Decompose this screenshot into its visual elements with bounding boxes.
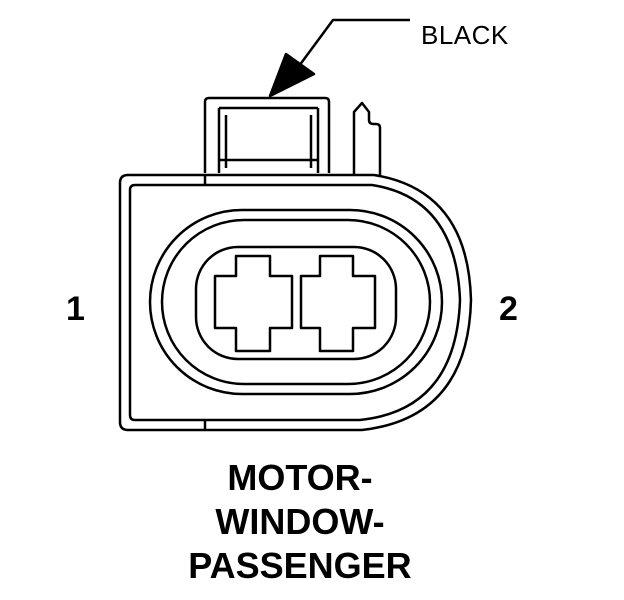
title-line-3: PASSENGER xyxy=(188,545,412,586)
seal-ring-inner xyxy=(160,218,432,386)
callout-arrowhead xyxy=(268,52,316,98)
pin-label-2: 2 xyxy=(499,290,518,328)
callout-leader-line xyxy=(297,18,410,67)
terminal-cavity-frame xyxy=(194,245,398,361)
seal-ring-outer xyxy=(148,208,444,396)
title-line-2: WINDOW- xyxy=(215,501,385,542)
terminal-cavity-1 xyxy=(213,254,294,353)
connector-housing-inner xyxy=(128,183,462,422)
alignment-tab xyxy=(352,101,382,175)
connector-latch xyxy=(203,96,331,173)
pin-label-1: 1 xyxy=(66,290,85,328)
terminal-cavity-2 xyxy=(299,254,377,353)
title-line-1: MOTOR- xyxy=(227,457,373,498)
connector-housing-outer xyxy=(118,173,473,432)
wire-color-label: BLACK xyxy=(421,20,509,50)
connector-title: MOTOR- WINDOW- PASSENGER xyxy=(150,456,450,588)
